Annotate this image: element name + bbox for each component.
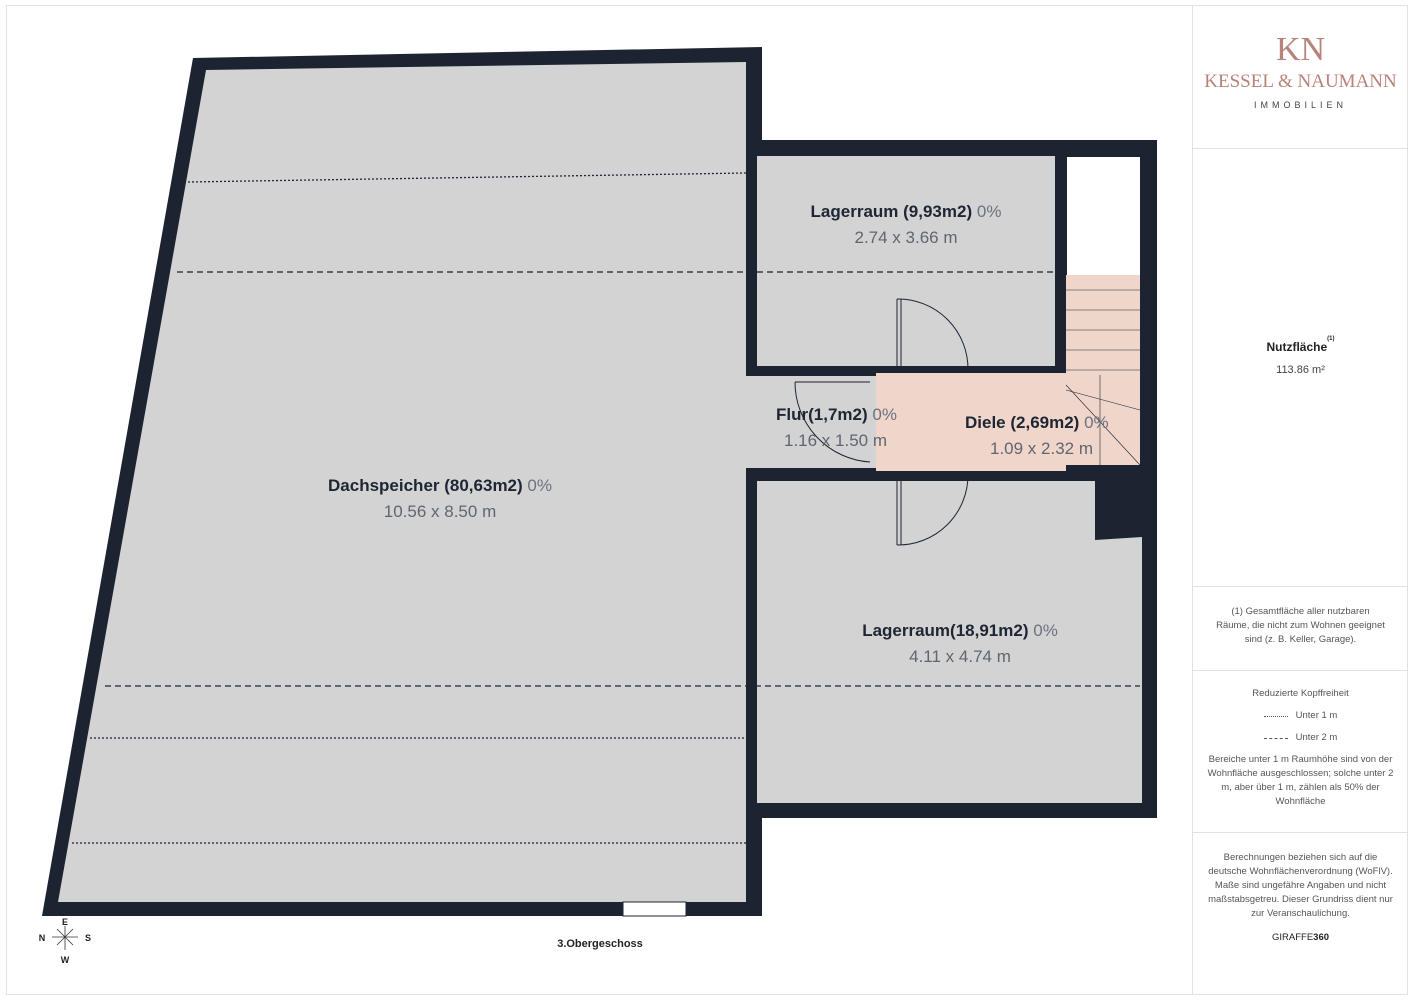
stair-steps xyxy=(1065,289,1141,466)
room-dims: 1.16 x 1.50 m xyxy=(784,431,887,450)
compass-w: W xyxy=(61,955,70,965)
room-name: Lagerraum(18,91m2) xyxy=(862,621,1028,640)
brand-logo: KN xyxy=(1275,31,1326,68)
page-frame xyxy=(6,5,1408,995)
legend-title: Reduzierte Kopffreiheit xyxy=(1252,688,1349,699)
doors xyxy=(794,298,969,546)
room-pct: 0% xyxy=(1033,621,1058,640)
legend-section: Reduzierte Kopffreiheit Unter 1 m Unter … xyxy=(1193,671,1408,833)
svg-text:Lagerraum(18,91m2) 0%: Lagerraum(18,91m2) 0% xyxy=(862,621,1058,640)
room-pct: 0% xyxy=(872,405,897,424)
compass-n: N xyxy=(39,933,46,943)
legend-item: Unter 2 m xyxy=(1295,732,1338,743)
footnote-text: (1) Gesamtfläche aller nutzbaren Räume, … xyxy=(1216,606,1385,645)
provider-bold: 360 xyxy=(1313,932,1330,943)
room-dims: 1.09 x 2.32 m xyxy=(990,439,1093,458)
svg-text:Dachspeicher (80,63m2) 0%: Dachspeicher (80,63m2) 0% xyxy=(328,476,552,495)
provider-text: GIRAFFE xyxy=(1271,932,1314,943)
room-name: Flur(1,7m2) xyxy=(776,405,868,424)
summary-value: 113.86 m² xyxy=(1276,364,1325,376)
brand-subtitle: IMMOBILIEN xyxy=(1253,100,1347,110)
room-lagerraum-upper xyxy=(757,156,1055,366)
room-diele xyxy=(876,373,1066,471)
disclaimer: Berechnungen beziehen sich auf die deuts… xyxy=(1208,852,1393,919)
room-pct: 0% xyxy=(1084,413,1109,432)
room-dims: 10.56 x 8.50 m xyxy=(384,502,496,521)
dashed-line-icon xyxy=(1263,737,1288,739)
room-lagerraum-lower xyxy=(757,481,1142,803)
room-name: Diele (2,69m2) xyxy=(965,413,1079,432)
legend-note: Bereiche unter 1 m Raumhöhe sind von der… xyxy=(1207,754,1394,807)
window xyxy=(622,901,687,917)
room-pct: 0% xyxy=(527,476,552,495)
svg-text:Lagerraum (9,93m2) 0%: Lagerraum (9,93m2) 0% xyxy=(811,202,1002,221)
brand-name: KESSEL & NAUMANN xyxy=(1204,71,1397,92)
svg-text:Diele (2,69m2) 0%: Diele (2,69m2) 0% xyxy=(965,413,1109,432)
compass-s: S xyxy=(85,933,91,943)
summary-section: Nutzfläche(1) 113.86 m² xyxy=(1193,149,1408,587)
legend-item: Unter 1 m xyxy=(1295,710,1338,721)
compass-e: E xyxy=(62,917,68,927)
stair-well xyxy=(1067,157,1140,275)
disclaimer-section: Berechnungen beziehen sich auf die deuts… xyxy=(1193,833,1408,993)
floor-label: 3.Obergeschoss xyxy=(557,938,643,950)
summary-title: Nutzfläche xyxy=(1266,340,1328,354)
brand-section: KN KESSEL & NAUMANN IMMOBILIEN xyxy=(1193,5,1408,149)
room-dims: 4.11 x 4.74 m xyxy=(909,647,1011,666)
footnote: (1) Gesamtfläche aller nutzbaren Räume, … xyxy=(1193,587,1408,671)
svg-text:Flur(1,7m2) 0%: Flur(1,7m2) 0% xyxy=(776,405,897,424)
floor-plan: Dachspeicher (80,63m2) 0% 10.56 x 8.50 m… xyxy=(39,47,1157,965)
headroom-lines xyxy=(72,172,1140,844)
provider-logo: GIRAFFE360 xyxy=(1207,931,1394,945)
room-flur xyxy=(746,376,876,468)
room-pct: 0% xyxy=(977,202,1002,221)
compass-icon xyxy=(52,926,78,950)
dotted-line-icon xyxy=(1263,715,1288,717)
info-sidebar: KN KESSEL & NAUMANN IMMOBILIEN Nutzfläch… xyxy=(1192,5,1408,995)
room-name: Dachspeicher (80,63m2) xyxy=(328,476,523,495)
summary-superscript: (1) xyxy=(1327,336,1335,342)
room-name: Lagerraum (9,93m2) xyxy=(811,202,973,221)
room-dims: 2.74 x 3.66 m xyxy=(854,228,957,247)
